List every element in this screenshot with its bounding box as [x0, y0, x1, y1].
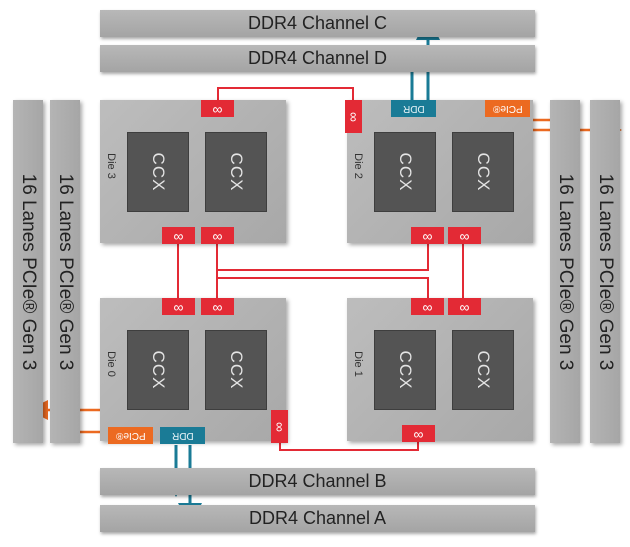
infinity-fabric-port: ∞ [201, 227, 234, 244]
die-3: Die 3 CCX CCX [100, 100, 286, 243]
infinity-fabric-links [177, 87, 464, 451]
ddr4-channel-a: DDR4 Channel A [100, 505, 535, 532]
infinity-fabric-port: ∞ [162, 227, 195, 244]
ccx-block: CCX [205, 132, 267, 212]
pcie-lanes-label: 16 Lanes PCIe® Gen 3 [18, 173, 39, 370]
ccx-label: CCX [396, 350, 415, 390]
infinity-fabric-port: ∞ [402, 425, 435, 442]
pcie-lanes-label: 16 Lanes PCIe® Gen 3 [595, 173, 616, 370]
ddr4-channel-c: DDR4 Channel C [100, 10, 535, 37]
ddr-tag-label: DDR [171, 430, 194, 441]
pcie-lanes-bar-right-outer: 16 Lanes PCIe® Gen 3 [590, 100, 620, 443]
pcie-lanes-label: 16 Lanes PCIe® Gen 3 [55, 173, 76, 370]
ccx-label: CCX [474, 350, 493, 390]
ddr-controller-tag: DDR [391, 100, 436, 117]
pcie-lanes-bar-left-outer: 16 Lanes PCIe® Gen 3 [13, 100, 43, 443]
pcie-controller-tag: PCIe® [485, 100, 530, 117]
infinity-fabric-port: ∞ [345, 100, 362, 133]
ddr-tag-label: DDR [402, 103, 425, 114]
infinity-fabric-port: ∞ [411, 298, 444, 315]
ccx-label: CCX [149, 152, 168, 192]
infinity-fabric-port: ∞ [448, 298, 481, 315]
ccx-label: CCX [474, 152, 493, 192]
pcie-lanes-bar-right-inner: 16 Lanes PCIe® Gen 3 [550, 100, 580, 443]
die-2: Die 2 CCX CCX [347, 100, 533, 243]
ccx-block: CCX [374, 330, 436, 410]
ddr4-channel-d: DDR4 Channel D [100, 45, 535, 72]
ccx-block: CCX [127, 132, 189, 212]
infinity-symbol: ∞ [271, 421, 288, 432]
pcie-tag-label: PCIe® [492, 103, 523, 114]
pcie-tag-label: PCIe® [115, 430, 146, 441]
ccx-block: CCX [205, 330, 267, 410]
infinity-fabric-port: ∞ [411, 227, 444, 244]
infinity-symbol: ∞ [345, 111, 362, 122]
pcie-controller-tag: PCIe® [108, 427, 153, 444]
die-label: Die 0 [104, 351, 117, 377]
infinity-fabric-port: ∞ [271, 410, 288, 443]
ddr4-channel-b: DDR4 Channel B [100, 468, 535, 495]
ccx-block: CCX [452, 330, 514, 410]
die-label: Die 2 [351, 153, 364, 179]
infinity-fabric-port: ∞ [448, 227, 481, 244]
infinity-fabric-port: ∞ [162, 298, 195, 315]
die-label: Die 1 [351, 351, 364, 377]
ccx-block: CCX [452, 132, 514, 212]
ccx-label: CCX [149, 350, 168, 390]
pcie-lanes-label: 16 Lanes PCIe® Gen 3 [555, 173, 576, 370]
die-1: Die 1 CCX CCX [347, 298, 533, 441]
die-0: Die 0 CCX CCX [100, 298, 286, 441]
ccx-block: CCX [374, 132, 436, 212]
infinity-fabric-port: ∞ [201, 298, 234, 315]
infinity-fabric-port: ∞ [201, 100, 234, 117]
ccx-label: CCX [227, 152, 246, 192]
ccx-block: CCX [127, 330, 189, 410]
ccx-label: CCX [396, 152, 415, 192]
ddr-controller-tag: DDR [160, 427, 205, 444]
die-label: Die 3 [104, 153, 117, 179]
pcie-lanes-bar-left-inner: 16 Lanes PCIe® Gen 3 [50, 100, 80, 443]
ccx-label: CCX [227, 350, 246, 390]
